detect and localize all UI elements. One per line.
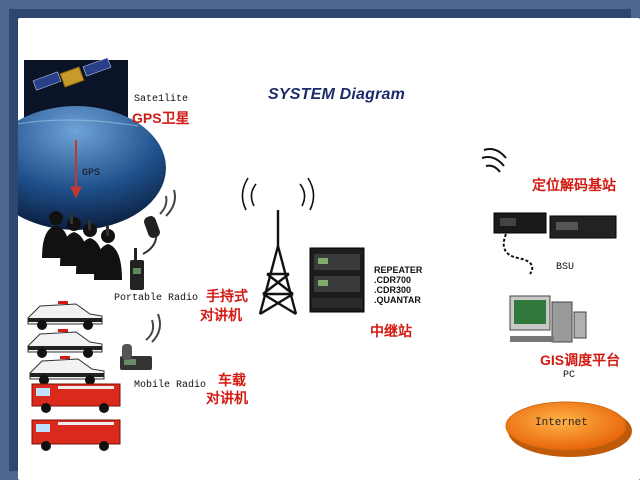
portable-radio-cn-line1: 手持式 xyxy=(206,288,248,304)
diagram-graphics xyxy=(18,57,632,457)
police-car-icon xyxy=(29,356,105,385)
gps-satellite-label: GPS卫星 xyxy=(132,110,190,126)
repeater-station-label: 中继站 xyxy=(370,323,412,339)
police-car-icon xyxy=(27,329,103,358)
portable-radio-cn-line2: 对讲机 xyxy=(200,307,242,323)
portable-radio-label: Portable Radio xyxy=(114,293,199,304)
diagram-canvas: SYSTEM Diagram Sate1lite GPS卫星 GPS Porta… xyxy=(18,18,640,480)
pc-workstation-icon xyxy=(509,295,587,343)
repeater-line: .CDR700 xyxy=(374,275,412,285)
repeater-line: REPEATER xyxy=(374,265,423,275)
mobile-radio-icon xyxy=(120,313,161,370)
bsu-device-icon xyxy=(493,212,617,275)
radio-tower-icon xyxy=(241,177,315,316)
portable-radio-icon xyxy=(130,189,176,290)
mobile-radio-cn-line2: 对讲机 xyxy=(206,390,248,406)
personnel-silhouettes-icon xyxy=(42,211,122,280)
repeater-line: .QUANTAR xyxy=(374,295,421,305)
satellite-icon xyxy=(32,57,112,91)
internet-cloud-icon xyxy=(505,401,632,457)
police-car-icon xyxy=(27,301,103,330)
pc-label: PC xyxy=(563,370,576,381)
gis-platform-label: GIS调度平台 xyxy=(540,352,621,368)
bsu-signal-waves-icon xyxy=(481,148,507,173)
internet-label: Internet xyxy=(535,417,588,429)
mobile-radio-label: Mobile Radio xyxy=(134,380,207,391)
gps-link-label: GPS xyxy=(82,168,101,179)
repeater-unit-icon xyxy=(309,247,365,313)
repeater-models: REPEATER .CDR700 .CDR300 .QUANTAR xyxy=(374,265,422,305)
satellite-label: Sate1lite xyxy=(134,94,189,105)
bsu-label: BSU xyxy=(556,262,575,273)
satellite-image xyxy=(18,57,166,230)
repeater-line: .CDR300 xyxy=(374,285,412,295)
fire-truck-icon xyxy=(31,419,121,451)
bsu-cn-label: 定位解码基站 xyxy=(532,177,616,193)
fire-truck-icon xyxy=(31,383,121,413)
mobile-radio-cn-line1: 车载 xyxy=(218,372,246,388)
page-title: SYSTEM Diagram xyxy=(268,86,406,103)
